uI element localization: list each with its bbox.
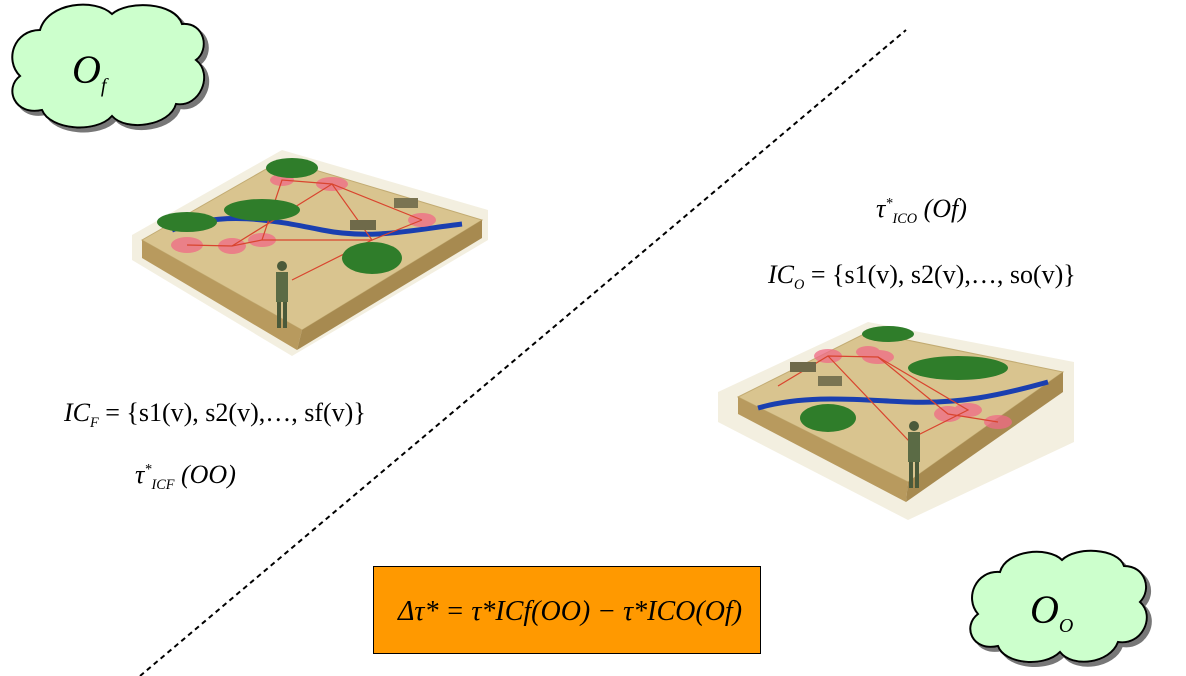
tank-icon-right <box>790 362 842 386</box>
info-set-right: ICO = {s1(v), s2(v),…, so(v)} <box>768 260 1076 294</box>
tau-right: τ*ICO (Of) <box>876 194 967 228</box>
battlefield-map-illustration <box>132 150 488 356</box>
soldier-figure-right <box>908 421 920 488</box>
tank-icon <box>350 198 418 230</box>
delta-tau-formula: Δτ* = τ*ICf(OO) − τ*ICO(Of) <box>398 596 743 627</box>
cloud-label-oo: OO <box>1030 587 1074 637</box>
tau-left: τ*ICF (OO) <box>135 460 236 494</box>
soldier-figure <box>276 261 288 328</box>
delta-tau-formula-box <box>373 566 761 654</box>
info-set-left: ICF = {s1(v), s2(v),…, sf(v)} <box>64 398 366 432</box>
battlefield-map-illustration-right <box>718 322 1074 520</box>
cloud-label-of: Of <box>72 47 107 97</box>
